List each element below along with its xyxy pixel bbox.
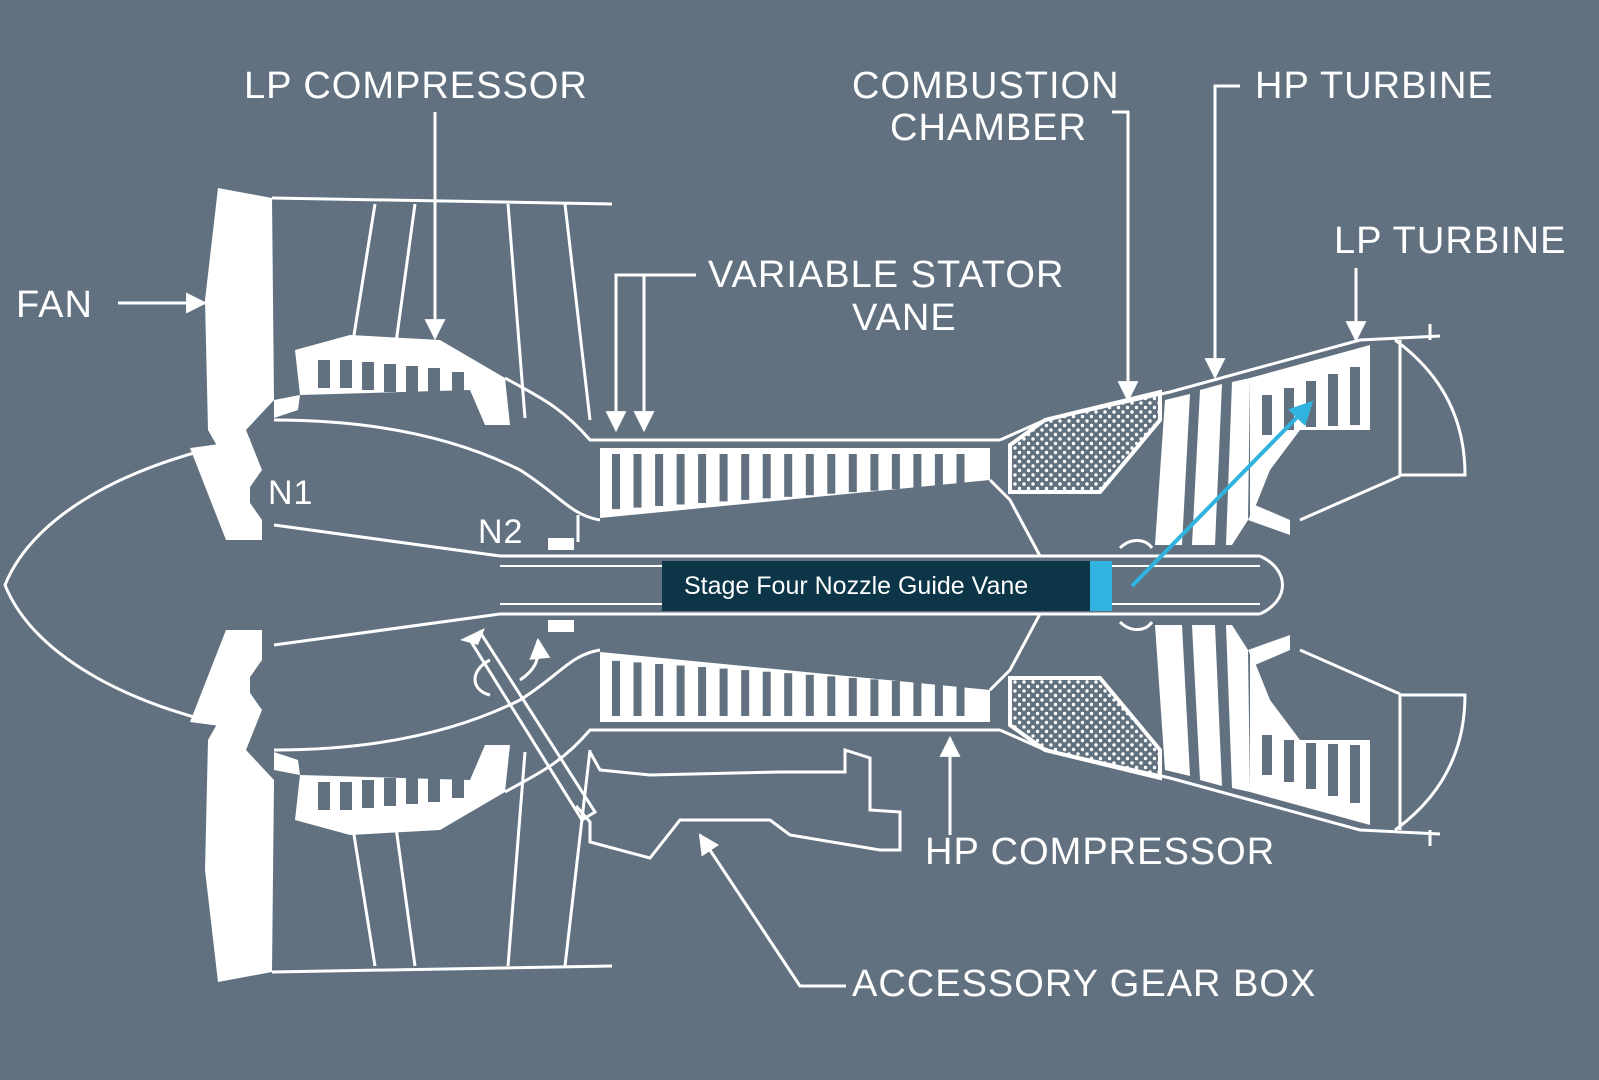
hp-compressor-slot bbox=[827, 676, 836, 716]
hp-compressor-lower-slots bbox=[612, 660, 965, 716]
bypass-casing-upper bbox=[271, 196, 613, 206]
hp-compressor-slot bbox=[956, 454, 965, 485]
hp-compressor-slot bbox=[612, 454, 620, 510]
hp-compressor-slot bbox=[784, 673, 793, 716]
hp-turbine-upper bbox=[1155, 378, 1250, 545]
hp-compressor-slot bbox=[891, 681, 900, 716]
label-combustion-line1: COMBUSTION bbox=[852, 65, 1120, 107]
lp-compressor-lower bbox=[295, 745, 510, 835]
arrow-hp-turbine bbox=[1204, 84, 1240, 380]
fan-hub-upper bbox=[190, 440, 250, 540]
hp-compressor-slot bbox=[655, 454, 664, 506]
hp-compressor-slot bbox=[913, 682, 922, 716]
lp-shaft-lower bbox=[273, 612, 501, 647]
core-duct-upper-outer bbox=[504, 376, 1000, 442]
hp-compressor-slot bbox=[762, 454, 771, 499]
hp-compressor-slot bbox=[719, 668, 728, 716]
label-n1: N1 bbox=[268, 474, 313, 512]
hp-compressor-slot bbox=[934, 454, 943, 486]
hp-compressor-slot bbox=[612, 660, 620, 716]
lp-compressor-upper bbox=[295, 335, 510, 425]
lp-turbine-lower bbox=[1250, 650, 1370, 825]
spinner-outline bbox=[3, 438, 251, 732]
hp-compressor-slot bbox=[741, 454, 750, 500]
callout-text: Stage Four Nozzle Guide Vane bbox=[684, 571, 1029, 600]
hp-compressor-upper-slots bbox=[612, 454, 965, 510]
callout-accent-tab bbox=[1090, 561, 1112, 611]
outer-casing-upper bbox=[999, 334, 1441, 442]
combustion-chamber-upper bbox=[1008, 389, 1162, 494]
fan-hub-lower bbox=[190, 630, 250, 730]
arrow-variable-stator bbox=[614, 273, 696, 426]
hp-compressor-slot bbox=[762, 671, 771, 716]
hp-compressor-slot bbox=[913, 454, 922, 488]
hp-compressor-slot bbox=[870, 454, 879, 491]
arrow-accessory-gear-box bbox=[698, 833, 846, 988]
callout-pointer bbox=[1130, 400, 1314, 588]
lp-shaft-upper bbox=[273, 523, 501, 558]
hp-compressor-slot bbox=[633, 454, 642, 508]
hp-compressor-slot bbox=[870, 679, 879, 716]
label-accessory-gear-box: ACCESSORY GEAR BOX bbox=[852, 963, 1316, 1005]
label-fan: FAN bbox=[16, 284, 93, 326]
hp-compressor-slot bbox=[956, 685, 965, 716]
hp-compressor-slot bbox=[891, 454, 900, 489]
label-combustion-line2: CHAMBER bbox=[890, 107, 1087, 149]
hp-turbine-lower bbox=[1155, 625, 1250, 792]
label-n2: N2 bbox=[478, 513, 523, 551]
accessory-gearbox-housing bbox=[574, 747, 902, 860]
hp-compressor-slot bbox=[784, 454, 793, 497]
hp-compressor-slot bbox=[848, 677, 857, 716]
core-duct-lower-outer bbox=[504, 728, 1000, 794]
hp-compressor-slot bbox=[676, 665, 685, 716]
hp-compressor-slot bbox=[848, 454, 857, 493]
hp-compressor-slot bbox=[719, 454, 728, 502]
hp-compressor-slot bbox=[698, 667, 707, 716]
label-hp-turbine: HP TURBINE bbox=[1255, 65, 1494, 107]
core-duct-upper-inner bbox=[273, 418, 601, 522]
label-variable-stator-line1: VARIABLE STATOR bbox=[708, 254, 1064, 296]
label-lp-compressor: LP COMPRESSOR bbox=[244, 65, 588, 107]
outer-casing-lower bbox=[999, 728, 1441, 836]
label-hp-compressor: HP COMPRESSOR bbox=[925, 831, 1275, 873]
hp-compressor-slot bbox=[934, 684, 943, 716]
hp-compressor-slot bbox=[698, 454, 707, 503]
arrow-combustion bbox=[1112, 110, 1139, 403]
core-duct-lower-inner bbox=[273, 648, 601, 752]
bypass-casing-lower bbox=[271, 964, 613, 974]
label-variable-stator-line2: VANE bbox=[852, 297, 957, 339]
hp-compressor-slot bbox=[741, 670, 750, 716]
exhaust-nozzle-upper bbox=[1394, 338, 1467, 477]
lp-turbine-upper bbox=[1250, 345, 1370, 520]
hp-compressor-slot bbox=[633, 662, 642, 716]
combustion-chamber-lower bbox=[1008, 676, 1162, 781]
exhaust-nozzle-lower bbox=[1394, 693, 1467, 832]
hp-compressor-slot bbox=[805, 454, 814, 496]
hp-compressor-slot bbox=[655, 664, 664, 716]
label-lp-turbine: LP TURBINE bbox=[1334, 220, 1566, 262]
hp-compressor-slot bbox=[805, 674, 814, 716]
callout-stage-four-nozzle-guide-vane: Stage Four Nozzle Guide Vane bbox=[662, 561, 1112, 611]
hp-compressor-slot bbox=[676, 454, 685, 505]
hp-compressor-slot bbox=[827, 454, 836, 494]
